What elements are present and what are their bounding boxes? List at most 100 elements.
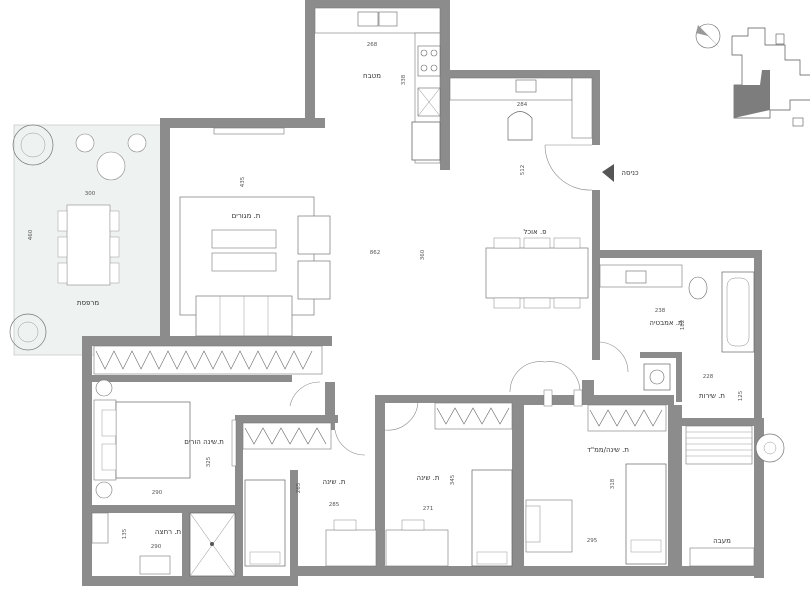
chair-icon — [109, 236, 120, 258]
toilet-icon — [688, 276, 708, 300]
desk-icon — [515, 79, 537, 93]
door-frame — [543, 389, 553, 407]
wall — [512, 395, 524, 575]
bathroom-label: ת. אמבטיה — [649, 319, 682, 327]
chair-icon — [401, 519, 425, 531]
pillow-icon — [476, 551, 508, 565]
wall — [524, 395, 674, 405]
key-plan-highlight — [734, 70, 770, 118]
sink-icon — [625, 270, 647, 284]
bed-b-depth-dim: 345 — [450, 474, 456, 485]
wall — [298, 566, 764, 576]
armchair-icon — [297, 260, 331, 300]
wall — [754, 418, 764, 578]
coffee-table — [211, 229, 277, 249]
kitchen-width-dim: 268 — [367, 42, 378, 48]
wall — [582, 380, 594, 395]
living-room: ת. מגורים 435 862 — [179, 127, 380, 337]
wall — [676, 352, 682, 402]
desk-icon — [325, 529, 377, 567]
wardrobe-hanger — [244, 427, 327, 445]
wall — [92, 505, 237, 513]
door-swing — [384, 401, 419, 431]
living-label: ת. מגורים — [232, 212, 261, 220]
wall — [305, 0, 315, 120]
laundry: ת. שירות 228 125 — [643, 363, 744, 401]
wall — [182, 513, 190, 576]
sink-icon — [139, 555, 171, 575]
shower-label: ת. רחצה — [155, 528, 181, 536]
wall — [754, 250, 762, 420]
dining: פ. אוכל 360 — [420, 228, 629, 393]
wardrobe — [587, 404, 667, 432]
wardrobe-hanger — [589, 409, 663, 427]
wall — [682, 418, 762, 426]
wall — [375, 395, 385, 575]
wall — [243, 415, 338, 423]
bed-icon — [244, 479, 286, 567]
wall — [325, 382, 335, 430]
door-frame — [573, 389, 583, 407]
wall — [592, 250, 600, 360]
wardrobe — [93, 345, 323, 375]
chair-icon — [109, 262, 120, 284]
balcony: מרפסת 300 460 — [9, 124, 163, 356]
entrance-label: כניסה — [621, 169, 638, 177]
door-swing — [544, 361, 581, 393]
wall — [592, 250, 762, 258]
hall-depth-dim: 512 — [520, 165, 526, 176]
laundry-depth-dim: 125 — [738, 390, 744, 401]
wardrobe-hanger — [436, 407, 510, 425]
laundry-label: ת. שירות — [699, 392, 725, 400]
bed-b-width-dim: 271 — [423, 506, 434, 512]
sink-icon — [357, 11, 379, 27]
chair-icon — [553, 297, 581, 309]
counter — [449, 77, 573, 101]
fridge-icon — [411, 121, 441, 161]
dining-table — [485, 247, 589, 299]
burner-icon — [430, 64, 438, 72]
door-swing — [509, 361, 546, 393]
bedroom-a: ת. שינה 285 265 — [242, 422, 377, 567]
shower-width-dim: 290 — [151, 544, 162, 550]
chair-icon — [493, 297, 521, 309]
chair-icon — [333, 519, 357, 531]
condenser-label: מעבה — [713, 537, 731, 545]
pillow-icon — [630, 539, 662, 553]
pillow-icon — [101, 443, 117, 471]
chair-icon — [493, 237, 521, 249]
laundry-width-dim: 228 — [703, 374, 714, 380]
pillow-icon — [249, 551, 281, 565]
wall — [668, 405, 682, 575]
chair-icon — [75, 133, 95, 153]
burner-icon — [420, 64, 428, 72]
plant-icon — [17, 321, 39, 343]
wall — [440, 0, 450, 170]
safe-depth-dim: 318 — [610, 478, 616, 489]
wardrobe-hanger — [95, 350, 313, 370]
wall — [592, 190, 600, 260]
chair-icon — [109, 210, 120, 232]
toilet-icon — [91, 512, 109, 544]
ac-condenser — [689, 547, 755, 567]
dresser — [231, 419, 237, 467]
utility-area: מעבה — [685, 425, 785, 567]
shower-depth-dim: 135 — [122, 528, 128, 539]
nook-dim: 284 — [517, 102, 528, 108]
key-plan — [731, 27, 810, 127]
plant-icon — [9, 313, 47, 351]
bedroom-b: ת. שינה 271 345 — [384, 401, 513, 567]
wall — [160, 118, 170, 336]
ac-unit-icon — [755, 433, 785, 463]
wall — [160, 118, 325, 128]
wall — [592, 70, 600, 145]
wall — [290, 470, 298, 586]
bedroom-b-label: ת. שינה — [417, 474, 440, 482]
round-table-icon — [96, 151, 126, 181]
wall — [92, 375, 292, 382]
kitchen-label: מטבח — [363, 72, 381, 80]
chair-icon — [525, 505, 541, 543]
kitchen: מטבח 268 338 — [314, 7, 441, 164]
wall — [82, 336, 332, 346]
kitchen-depth-dim: 338 — [401, 74, 407, 85]
